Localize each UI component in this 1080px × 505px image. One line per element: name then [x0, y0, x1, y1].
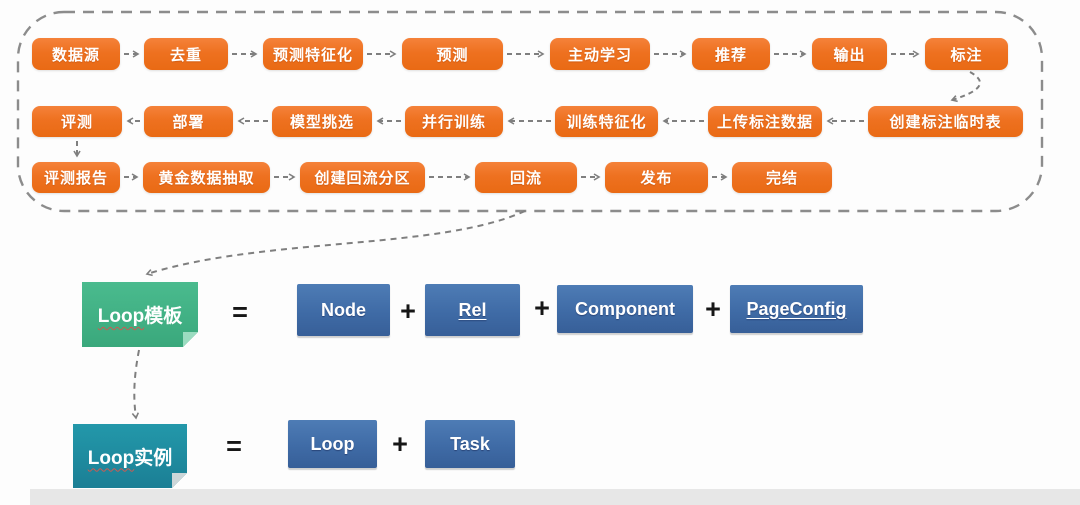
flow-step-parallel-train: 并行训练	[405, 106, 503, 137]
bottom-strip	[30, 489, 1080, 505]
flow-step-upload-annotation: 上传标注数据	[708, 106, 822, 137]
flow-step-model-select: 模型挑选	[272, 106, 372, 137]
flow-step-deploy: 部署	[144, 106, 233, 137]
flow-step-active-learning: 主动学习	[550, 38, 650, 70]
term-pageconfig-label: PageConfig	[746, 298, 847, 319]
flow-step-evaluate: 评测	[32, 106, 122, 137]
flow-step-output: 输出	[812, 38, 887, 70]
annotate-to-temptable-arrow	[950, 71, 981, 103]
plus-sign: +	[400, 295, 416, 326]
loop-instance-label: Loop实例	[88, 443, 172, 470]
flow-step-eval-report: 评测报告	[32, 162, 120, 193]
term-rel: Rel	[425, 284, 520, 336]
loop-instance-label-en: Loop	[87, 447, 135, 469]
flow-step-recommend: 推荐	[692, 38, 770, 70]
loop-template-label: Loop模板	[98, 301, 182, 328]
plus-sign: +	[534, 292, 550, 323]
flow-step-golden-extract: 黄金数据抽取	[143, 162, 270, 193]
flow-step-predict: 预测	[402, 38, 503, 70]
flow-step-train-featurize: 训练特征化	[555, 106, 658, 137]
flow-step-create-backflow-partition: 创建回流分区	[300, 162, 425, 193]
folded-corner-icon	[183, 332, 198, 347]
folded-corner-icon	[172, 473, 187, 488]
term-node: Node	[297, 284, 390, 336]
plus-sign: +	[392, 428, 408, 459]
flow-step-annotate: 标注	[925, 38, 1008, 70]
loop-to-template-arrow	[145, 210, 526, 277]
term-loop: Loop	[288, 420, 377, 468]
equals-sign: =	[232, 296, 248, 327]
loop-template-note: Loop模板	[82, 282, 198, 347]
flow-step-dedup: 去重	[144, 38, 228, 70]
term-rel-label: Rel	[458, 299, 487, 320]
term-component: Component	[557, 285, 693, 333]
equals-sign: =	[226, 430, 242, 461]
template-to-instance-arrow	[131, 349, 140, 420]
term-task: Task	[425, 420, 515, 468]
flow-step-create-temp-table: 创建标注临时表	[868, 106, 1023, 137]
loop-template-label-zh: 模板	[144, 306, 183, 327]
flow-step-finish: 完结	[732, 162, 832, 193]
flow-step-publish: 发布	[605, 162, 708, 193]
flow-step-datasource: 数据源	[32, 38, 120, 70]
term-pageconfig: PageConfig	[730, 285, 863, 333]
loop-template-label-en: Loop	[97, 306, 145, 327]
flow-step-backflow: 回流	[475, 162, 577, 193]
flow-step-predict-featurize: 预测特征化	[263, 38, 363, 70]
loop-instance-label-zh: 实例	[134, 447, 173, 469]
plus-sign: +	[705, 293, 721, 324]
loop-instance-note: Loop实例	[73, 424, 187, 488]
